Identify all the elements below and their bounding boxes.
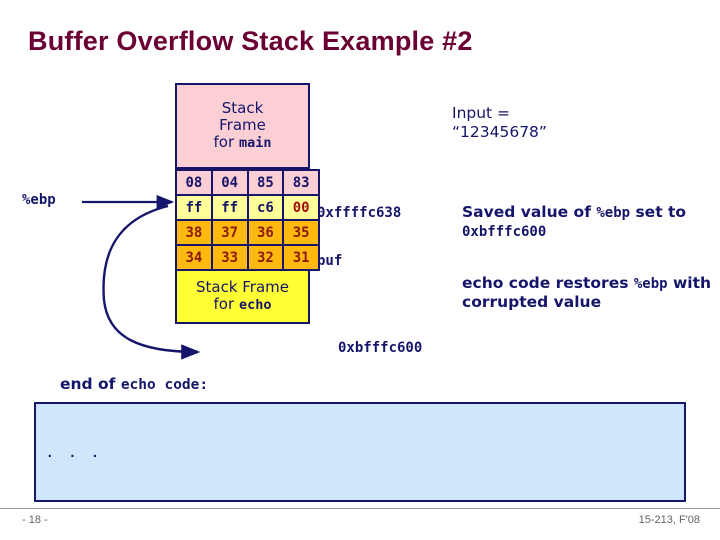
byte-cell: 34 — [175, 244, 213, 271]
byte-cell: 32 — [246, 244, 285, 271]
frame-main-for-text: for — [213, 132, 239, 151]
byte-cell: 83 — [282, 169, 320, 196]
byte-cell: 85 — [246, 169, 285, 196]
stack-frame-echo-box: Stack Frame for echo — [175, 271, 310, 324]
annotation-saved-part1: Saved value of — [462, 203, 597, 221]
table-row-saved-ebp: ff ff c6 00 — [175, 194, 320, 221]
byte-cell: 31 — [282, 244, 320, 271]
annotation-echo-part2: with corrupted value — [462, 274, 712, 312]
byte-cell-corrupted: 00 — [282, 194, 320, 221]
table-row-return-address: 08 04 85 83 — [175, 169, 320, 196]
ebp-register-label: %ebp — [22, 192, 56, 208]
annotation-input-line1: Input = — [452, 104, 511, 122]
footer-divider — [0, 508, 720, 509]
code-caption: end of echo code: — [60, 375, 208, 394]
frame-main-line2: Frame — [219, 116, 266, 135]
code-comment: # deallocate space — [370, 498, 505, 501]
code-addr: 804850a: — [46, 498, 106, 501]
code-caption-mono: echo code: — [120, 377, 209, 393]
address-label-bfffc600: 0xbfffc600 — [338, 340, 423, 356]
frame-echo-line1: Stack Frame — [195, 278, 290, 297]
code-args: $0x14,%esp — [264, 498, 339, 501]
frame-echo-line2: for echo — [214, 296, 272, 314]
byte-cell: 37 — [210, 219, 249, 246]
code-caption-bold: end of — [60, 375, 121, 393]
byte-cell: 36 — [246, 219, 285, 246]
byte-cell: ff — [175, 194, 213, 221]
assembly-code-box: . . . 804850a: 83 c4 14 add $0x14,%esp #… — [34, 402, 686, 502]
table-row-buf-lower: 34 33 32 31 — [175, 244, 320, 271]
code-line-add: 804850a: 83 c4 14 add $0x14,%esp # deall… — [46, 497, 684, 501]
frame-echo-for-text: for — [213, 294, 239, 313]
stack-bytes-body: 08 04 85 83 ff ff c6 00 38 37 36 35 — [175, 169, 320, 271]
byte-cell: 35 — [282, 219, 320, 246]
annotation-echo-mono1: %ebp — [633, 276, 668, 292]
byte-cell: ff — [210, 194, 249, 221]
byte-cell: c6 — [246, 194, 285, 221]
annotation-input-line2: “12345678” — [452, 122, 547, 141]
frame-echo-func-name: echo — [238, 296, 272, 313]
stack-frame-main-box: Stack Frame for main — [175, 83, 310, 169]
code-op: add — [204, 498, 227, 501]
code-line-ellipsis: . . . — [46, 445, 99, 460]
annotation-saved-ebp: Saved value of %ebp set to 0xbfffc600 — [462, 203, 720, 241]
byte-cell: 38 — [175, 219, 213, 246]
annotation-saved-mono2: 0xbfffc600 — [462, 224, 547, 241]
stack-bytes-table: 08 04 85 83 ff ff c6 00 38 37 36 35 — [175, 169, 320, 271]
footer-course-label: 15-213, F'08 — [638, 514, 700, 526]
frame-main-line1: Stack — [221, 99, 264, 118]
annotation-saved-mono1: %ebp — [596, 205, 631, 221]
buf-label: buf — [317, 253, 343, 269]
byte-cell: 33 — [210, 244, 249, 271]
address-label-ffffc638: 0xffffc638 — [317, 205, 402, 221]
code-bytes: 83 c4 14 — [121, 498, 181, 501]
annotation-input: Input = “12345678” — [452, 104, 547, 142]
stack-diagram: Stack Frame for main 08 04 85 83 ff ff c… — [175, 83, 320, 324]
frame-main-func-name: main — [238, 134, 272, 151]
annotation-echo-part1: echo code restores — [462, 274, 634, 292]
annotation-echo-restore: echo code restores %ebp with corrupted v… — [462, 274, 720, 312]
byte-cell: 04 — [210, 169, 249, 196]
frame-main-line3: for main — [213, 132, 272, 152]
footer-page-number: - 18 - — [22, 514, 48, 526]
byte-cell: 08 — [175, 169, 213, 196]
annotation-saved-part2: set to — [630, 203, 687, 221]
page-title: Buffer Overflow Stack Example #2 — [28, 26, 473, 56]
table-row-buf-upper: 38 37 36 35 — [175, 219, 320, 246]
